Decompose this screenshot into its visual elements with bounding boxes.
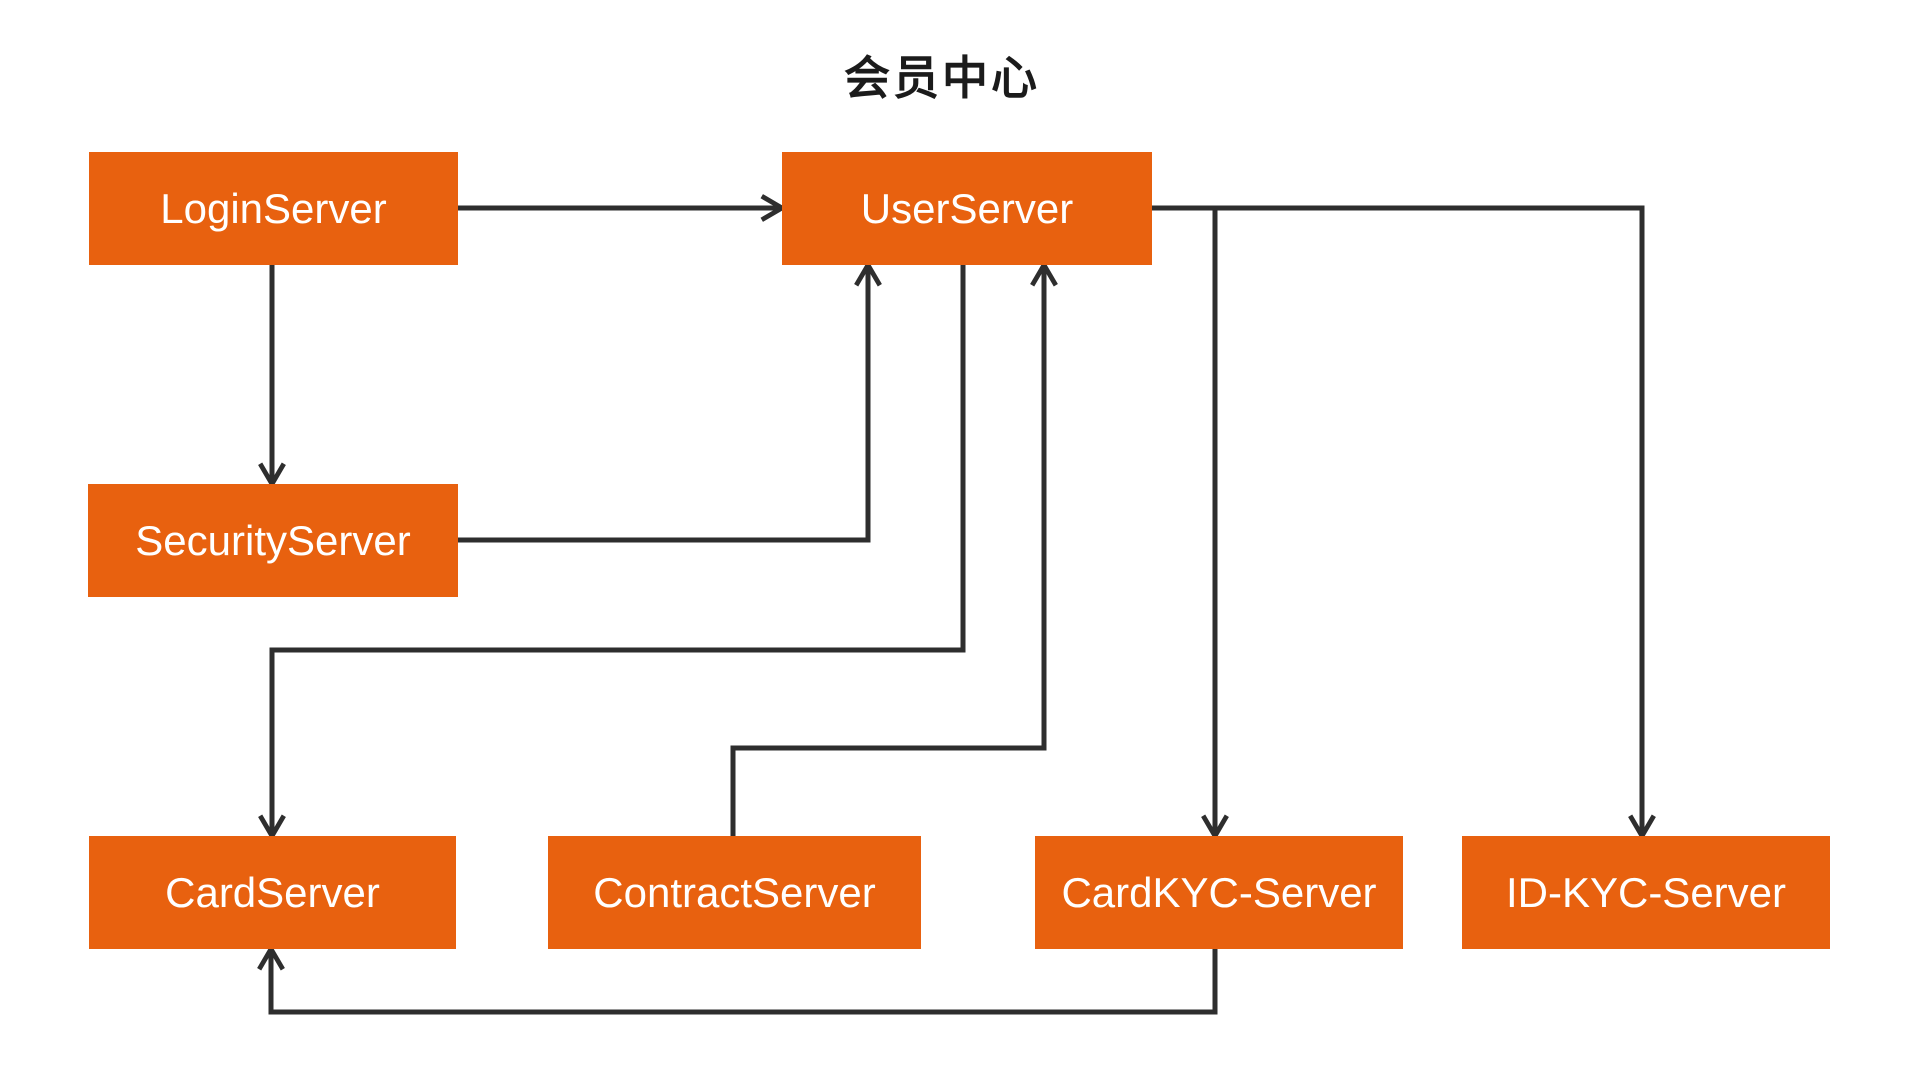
node-user-server: UserServer	[782, 152, 1152, 265]
node-label: ID-KYC-Server	[1505, 868, 1787, 916]
edge-cardkyc-to-card	[257, 944, 1218, 1015]
node-idkyc-server: ID-KYC-Server	[1462, 836, 1830, 949]
node-contract-server: ContractServer	[548, 836, 921, 949]
edge-user-to-idkyc	[1152, 205, 1656, 841]
edge-user-to-card	[258, 265, 966, 841]
node-label: ContractServer	[593, 868, 876, 916]
edge-security-to-user	[458, 260, 882, 543]
node-label: LoginServer	[160, 184, 387, 232]
node-login-server: LoginServer	[89, 152, 458, 265]
node-label: UserServer	[860, 184, 1074, 232]
node-security-server: SecurityServer	[88, 484, 458, 597]
diagram-title: 会员中心	[844, 52, 1040, 104]
edge-contract-to-user	[730, 260, 1058, 836]
node-label: CardServer	[165, 868, 380, 916]
node-label: SecurityServer	[135, 516, 411, 564]
node-cardkyc-server: CardKYC-Server	[1035, 836, 1403, 949]
edge-user-to-cardkyc	[1152, 205, 1229, 841]
node-label: CardKYC-Server	[1061, 868, 1377, 916]
node-card-server: CardServer	[89, 836, 456, 949]
